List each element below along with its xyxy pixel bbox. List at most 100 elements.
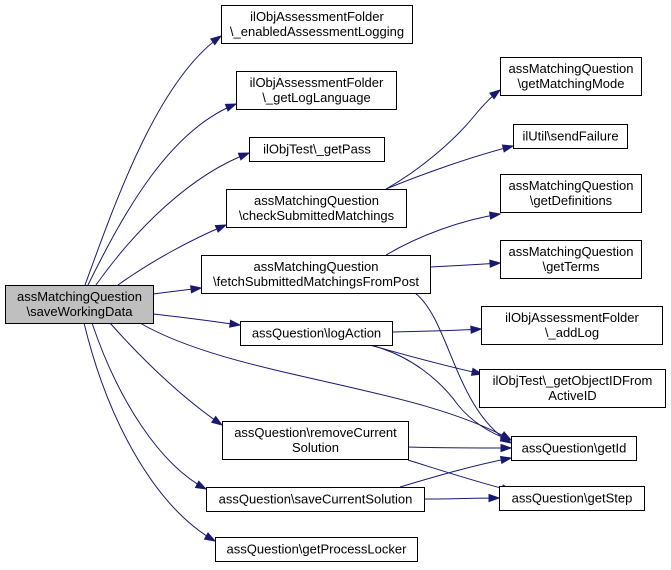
- node-label-line: \fetchSubmittedMatchingsFromPost: [213, 274, 419, 289]
- node-label-line: \getMatchingMode: [518, 76, 625, 91]
- node-label-line: ilObjTest\_getPass: [263, 142, 371, 157]
- arrowhead: [214, 224, 228, 233]
- edge-line: [429, 262, 501, 268]
- arrowhead: [500, 443, 513, 453]
- node-box: [511, 436, 637, 461]
- node-label-line: ilObjAssessmentFolder: [250, 9, 384, 24]
- node-label-line: assMatchingQuestion: [17, 289, 142, 304]
- edge-line: [117, 224, 227, 286]
- node-box: [481, 306, 663, 345]
- edge-line: [95, 152, 250, 286]
- edge-checkSubmitted-to-sendFailure: [385, 144, 515, 190]
- node-label-line: \getTerms: [542, 259, 600, 274]
- node-label-line: assQuestion\removeCurrent: [234, 425, 397, 440]
- edge-line: [152, 313, 241, 326]
- node-box: [249, 137, 385, 162]
- edge-line: [423, 497, 500, 500]
- node-getProcessLocker[interactable]: assQuestion\getProcessLocker: [215, 537, 418, 562]
- edge-root-to-removeCurrent: [109, 322, 224, 426]
- edge-root-to-getLogLanguage: [87, 103, 238, 286]
- edge-fetchSubmitted-to-getTerms: [429, 259, 502, 268]
- node-saveCurrent[interactable]: assQuestion\saveCurrentSolution: [206, 487, 425, 512]
- node-label-line: ilUtil\sendFailure: [522, 129, 618, 144]
- node-label-line: assMatchingQuestion: [508, 61, 633, 76]
- node-checkSubmitted[interactable]: assMatchingQuestion\checkSubmittedMatchi…: [226, 189, 407, 228]
- edge-line: [91, 322, 207, 490]
- edge-root-to-getPass: [95, 152, 251, 286]
- node-box: [222, 421, 409, 460]
- node-box: [226, 189, 407, 228]
- arrowhead: [224, 103, 238, 112]
- edge-line: [84, 35, 222, 286]
- edge-root-to-getProcessLocker: [83, 322, 217, 542]
- arrowhead: [488, 211, 502, 220]
- arrowhead: [229, 319, 242, 328]
- edge-line: [391, 328, 482, 333]
- arrowhead: [209, 35, 223, 46]
- node-box: [240, 321, 393, 346]
- edge-root-to-enabledLogging: [84, 35, 223, 286]
- edge-saveCurrent-to-getStep: [423, 493, 501, 503]
- node-layer: assMatchingQuestion\saveWorkingData ilObj…: [5, 5, 666, 562]
- arrowhead: [190, 285, 203, 294]
- node-getPass[interactable]: ilObjTest\_getPass: [249, 137, 385, 162]
- edge-line: [369, 344, 483, 375]
- arrowhead: [489, 89, 502, 100]
- node-box: [513, 124, 628, 149]
- node-label-line: ilObjTest\_getObjectIDFrom: [493, 373, 653, 388]
- node-box: [236, 71, 397, 110]
- edge-root-to-checkSubmitted: [117, 224, 228, 286]
- node-getId[interactable]: assQuestion\getId: [511, 436, 637, 461]
- arrowhead: [489, 259, 502, 268]
- node-getDefinitions[interactable]: assMatchingQuestion\getDefinitions: [500, 174, 642, 213]
- node-box: [221, 5, 413, 44]
- node-sendFailure[interactable]: ilUtil\sendFailure: [513, 124, 628, 149]
- node-fetchSubmitted[interactable]: assMatchingQuestion\fetchSubmittedMatchi…: [201, 255, 431, 294]
- node-box: [215, 537, 418, 562]
- node-box: [500, 240, 642, 279]
- node-label-line: ilObjAssessmentFolder: [505, 310, 639, 325]
- node-root[interactable]: assMatchingQuestion\saveWorkingData: [5, 285, 154, 324]
- node-label-line: \_addLog: [545, 325, 599, 340]
- node-label-line: assMatchingQuestion: [254, 193, 379, 208]
- edge-saveCurrent-to-getId: [399, 455, 513, 488]
- edge-root-to-fetchSubmitted: [152, 285, 203, 295]
- node-logAction[interactable]: assQuestion\logAction: [240, 321, 393, 346]
- node-label-line: assQuestion\saveCurrentSolution: [219, 492, 413, 507]
- node-getMatchingMode[interactable]: assMatchingQuestion\getMatchingMode: [500, 57, 642, 96]
- node-enabledLogging[interactable]: ilObjAssessmentFolder\_enabledAssessment…: [221, 5, 413, 44]
- node-label-line: assMatchingQuestion: [508, 178, 633, 193]
- node-getLogLanguage[interactable]: ilObjAssessmentFolder\_getLogLanguage: [236, 71, 397, 110]
- node-box: [500, 174, 642, 213]
- edge-root-to-saveCurrent: [91, 322, 208, 490]
- node-label-line: Solution: [292, 440, 339, 455]
- arrowhead: [470, 325, 483, 334]
- node-label-line: assQuestion\getStep: [512, 491, 633, 506]
- node-label-line: assMatchingQuestion: [508, 244, 633, 259]
- edge-line: [407, 459, 513, 492]
- edge-layer: [83, 35, 515, 542]
- edge-fetchSubmitted-to-getDefinitions: [385, 211, 502, 256]
- node-getTerms[interactable]: assMatchingQuestion\getTerms: [500, 240, 642, 279]
- node-label-line: ActiveID: [548, 388, 596, 403]
- node-label-line: assQuestion\getId: [522, 441, 627, 456]
- node-label-line: \checkSubmittedMatchings: [239, 208, 395, 223]
- arrowhead: [203, 532, 217, 542]
- edge-logAction-to-addLog: [391, 325, 483, 334]
- edge-checkSubmitted-to-getMatchingMode: [385, 89, 502, 190]
- arrowhead: [501, 144, 515, 153]
- node-getStep[interactable]: assQuestion\getStep: [499, 486, 645, 511]
- edge-logAction-to-getObjectID: [369, 344, 484, 376]
- edge-removeCurrent-to-getId: [407, 443, 513, 453]
- edge-line: [369, 344, 512, 441]
- node-label-line: \_enabledAssessmentLogging: [230, 24, 404, 39]
- edge-line: [385, 145, 514, 190]
- arrowhead: [210, 415, 224, 426]
- node-addLog[interactable]: ilObjAssessmentFolder\_addLog: [481, 306, 663, 345]
- node-box: [201, 255, 431, 294]
- node-label-line: assMatchingQuestion: [253, 259, 378, 274]
- arrowhead: [194, 480, 208, 490]
